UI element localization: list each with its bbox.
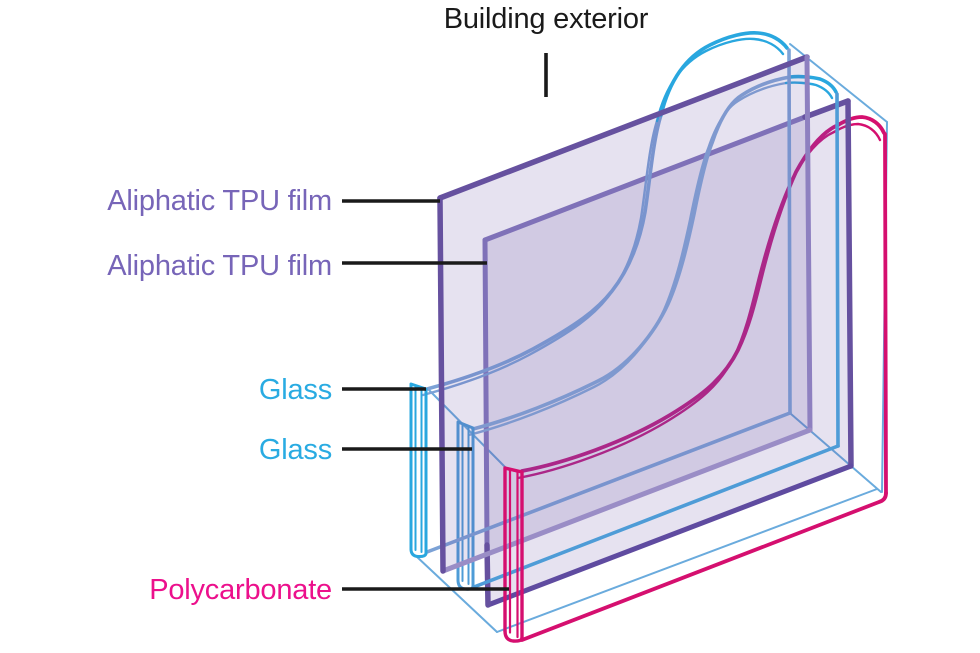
glass-1-right-edge	[787, 48, 792, 415]
tpu-film-1-face	[440, 57, 810, 571]
glass-2-bottom-edge	[472, 444, 840, 589]
polycarbonate-right-edge	[883, 132, 888, 495]
label-glass-2: Glass	[258, 434, 332, 466]
tpu-film-2-panel	[482, 98, 854, 608]
glass-1-bottom-pane	[409, 382, 428, 559]
tpu-film-2-left-edge	[482, 237, 490, 548]
tpu-film-1-right-edge	[804, 54, 813, 433]
glass-1-pane-outline	[409, 382, 428, 555]
glass-1-arch-inner	[655, 37, 785, 123]
glass-2-curve-inner	[467, 81, 788, 437]
glass-1-bottom-edge	[425, 411, 792, 554]
glass-sheet-1	[421, 31, 792, 554]
box-floor-front-line	[496, 488, 878, 633]
glass-2-curve	[471, 75, 792, 431]
glass-2-arch-inner	[784, 81, 834, 100]
tpu-film-2-bottom-edge	[485, 463, 854, 608]
label-tpu-film-1: Aliphatic TPU film	[107, 185, 332, 217]
polycarbonate-pane-inner	[508, 468, 519, 639]
polycarbonate-sheet	[516, 115, 888, 642]
tpu-film-2-face	[485, 101, 851, 605]
polycarbonate-curve-inner	[516, 130, 836, 480]
glass-2-arch	[788, 74, 838, 94]
label-tpu-film-2: Aliphatic TPU film	[107, 250, 332, 282]
label-glass-1: Glass	[258, 374, 332, 406]
glass-1-pane-bottom	[409, 547, 428, 559]
polycarbonate-bottom-edge	[520, 491, 888, 642]
tpu-film-1-top-edge	[437, 54, 810, 201]
tpu-film-1-left-edge	[437, 195, 446, 574]
tpu-film-2-right-edge	[845, 98, 854, 469]
glass-2-right-edge	[835, 92, 840, 448]
glass-1-curve-inner	[421, 119, 659, 397]
box-bottom-right-depth-line	[790, 413, 882, 493]
leader-lines	[342, 53, 548, 591]
glass-sheet-2	[456, 74, 840, 591]
polycarbonate-pane-bottom	[503, 629, 524, 643]
polycarbonate-bottom-pane	[503, 466, 524, 643]
box-floor-left-line	[415, 555, 498, 633]
tpu-film-2-top-edge	[482, 114, 808, 243]
tpu-film-2-top-edge-corner	[802, 98, 851, 120]
glass-2-pane-inner	[461, 422, 470, 585]
label-polycarbonate: Polycarbonate	[149, 574, 332, 606]
polycarbonate-arch-inner	[832, 122, 882, 142]
building-exterior-label: Building exterior	[443, 3, 649, 35]
glass-1-pane-inner	[414, 384, 423, 553]
